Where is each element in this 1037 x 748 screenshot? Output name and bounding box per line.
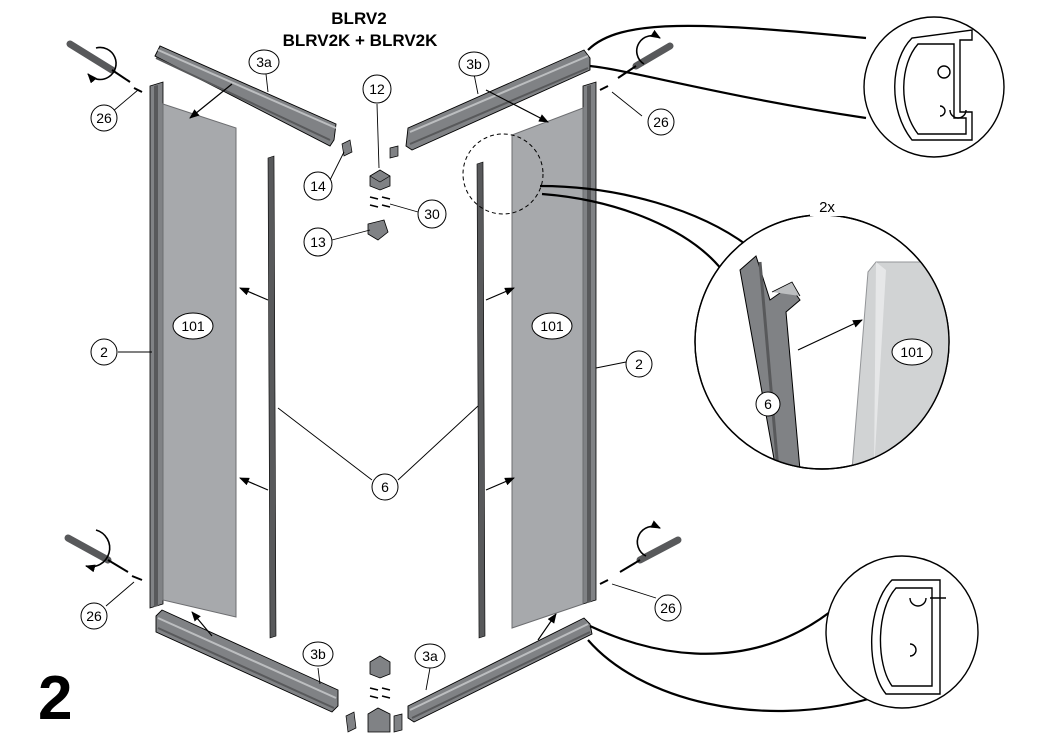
callout-label: 26	[96, 110, 112, 126]
callout-label: 26	[660, 600, 676, 616]
rotation-arrow-icon	[85, 529, 111, 573]
callout-label: 12	[369, 81, 385, 97]
callout-2-left: 2	[90, 338, 118, 366]
callout-3b-top: 3b	[458, 51, 490, 77]
assembly-arrows	[189, 83, 557, 641]
rail-3a-top	[154, 45, 337, 147]
model-title-line2: BLRV2K + BLRV2K	[282, 31, 438, 50]
callout-label: 3a	[422, 648, 438, 664]
callout-26-bottom-right: 26	[654, 594, 682, 622]
bottom-corner-parts	[345, 655, 403, 733]
callout-13: 13	[303, 227, 333, 257]
callout-12: 12	[362, 74, 392, 104]
screw-icon	[599, 579, 609, 585]
callout-label: 3b	[466, 56, 482, 72]
wall-profile-left	[149, 81, 164, 609]
callout-14: 14	[303, 171, 333, 201]
callout-26-top-right: 26	[647, 108, 675, 136]
callout-26-bottom-left: 26	[80, 602, 108, 630]
rotation-arrow-icon	[635, 29, 661, 65]
rail-3a-bottom	[407, 617, 593, 723]
callout-101-right: 101	[531, 312, 573, 340]
seal-strip-left	[267, 155, 277, 639]
screw-icon	[131, 575, 143, 581]
callout-label: 30	[424, 206, 440, 222]
screwdriver-icon	[66, 40, 131, 83]
detail-label-101: 101	[900, 344, 924, 360]
callout-label: 101	[181, 318, 205, 334]
rail-3b-top	[405, 49, 591, 151]
rail-3b-bottom	[155, 609, 339, 713]
callout-30: 30	[417, 199, 447, 229]
callout-3a-top: 3a	[248, 49, 280, 75]
model-title-line1: BLRV2	[331, 9, 387, 28]
callout-label: 2	[100, 344, 108, 360]
callout-label: 101	[540, 318, 564, 334]
callout-26-top-left: 26	[90, 104, 118, 132]
callout-label: 2	[635, 356, 643, 372]
screws-30	[369, 196, 391, 208]
detail-label-6: 6	[764, 396, 772, 412]
seal-strip-right	[476, 161, 486, 639]
callout-label: 6	[381, 479, 389, 495]
callout-label: 13	[310, 234, 326, 250]
glass-panel-left	[162, 103, 237, 618]
detail-multiplier-label: 2x	[819, 199, 835, 216]
callout-101-left: 101	[172, 312, 214, 340]
callout-label: 3b	[310, 646, 326, 662]
glass-panel-right	[511, 107, 584, 629]
leader-lines	[105, 73, 657, 691]
callout-2-right: 2	[625, 350, 653, 378]
screwdriver-icon	[619, 536, 682, 573]
step-number: 2	[38, 664, 73, 733]
clip-14	[341, 139, 399, 159]
callout-3b-bottom: 3b	[302, 641, 334, 667]
wall-profile-right	[582, 81, 597, 605]
detail-top-rail-profile	[587, 16, 1005, 158]
callout-6: 6	[371, 473, 399, 501]
detail-marker-circle	[462, 133, 544, 215]
rotation-arrow-icon	[636, 520, 661, 557]
screwdriver-icon	[64, 534, 129, 573]
callout-3a-bottom: 3a	[414, 643, 446, 669]
corner-block-13	[367, 219, 389, 241]
rotation-arrow-icon	[87, 46, 117, 84]
detail-seal-glass: 2x 6 101	[539, 184, 950, 470]
screw-icon	[599, 85, 609, 91]
corner-block-12	[369, 169, 391, 191]
callout-label: 14	[310, 178, 326, 194]
callout-label: 3a	[256, 54, 272, 70]
callout-label: 26	[86, 608, 102, 624]
callout-label: 26	[653, 114, 669, 130]
detail-bottom-rail-profile	[587, 555, 979, 713]
